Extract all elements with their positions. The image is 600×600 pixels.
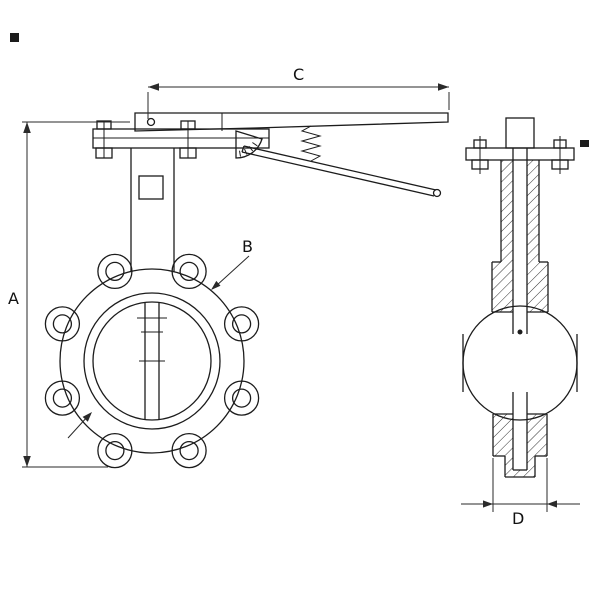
side-bolt-left: [471, 136, 489, 174]
latch-end: [432, 188, 442, 198]
bolt-hole: [105, 261, 125, 282]
print-artifacts: [10, 33, 589, 147]
lower-body-step: [492, 413, 548, 457]
bolt-hole: [231, 388, 252, 408]
dimension-a: A: [8, 121, 130, 468]
side-mounting-plate: [465, 147, 575, 161]
disc-edge: [137, 303, 167, 420]
bolt-hole: [105, 440, 125, 461]
raised-face-circle: [83, 292, 221, 430]
dimension-c: C: [147, 65, 450, 119]
side-neck: [500, 148, 540, 334]
plate-bolt-left: [95, 120, 113, 159]
side-view: [462, 117, 578, 478]
body-outer-circle: [59, 268, 245, 454]
stem-top: [505, 117, 535, 149]
bolt-hole: [52, 388, 73, 408]
dimension-d-label: D: [512, 509, 524, 528]
latch-spring: [300, 125, 322, 162]
dimension-c-label: C: [293, 65, 304, 84]
plate-bolt-right: [179, 120, 197, 159]
mounting-plate: [92, 128, 270, 149]
artifact-mark: [10, 33, 19, 42]
dimension-b: B: [211, 237, 253, 290]
disc-sphere: [462, 305, 578, 421]
seat-pointer-arrow: [67, 412, 92, 439]
bolt-hole: [179, 261, 199, 282]
lever-handle: [134, 112, 449, 132]
front-view: [44, 112, 449, 469]
section-hatching: [492, 160, 548, 477]
stem-pin-dot: [517, 329, 523, 335]
bolt-hole: [231, 314, 252, 334]
dimension-d: D: [461, 458, 580, 528]
latch-lever: [241, 145, 442, 198]
bolt-hole: [179, 440, 199, 461]
bolt-hole: [52, 314, 73, 334]
bottom-cap: [504, 392, 536, 478]
dimension-a-label: A: [8, 289, 19, 308]
bolt-holes: [52, 261, 252, 461]
pivot-bolt: [146, 117, 156, 127]
neck-window: [138, 175, 164, 200]
valve-neck: [130, 148, 175, 272]
artifact-mark: [580, 140, 589, 147]
dimension-b-label: B: [242, 237, 253, 256]
side-bolt-right: [551, 136, 569, 174]
bore-circle: [92, 301, 212, 421]
